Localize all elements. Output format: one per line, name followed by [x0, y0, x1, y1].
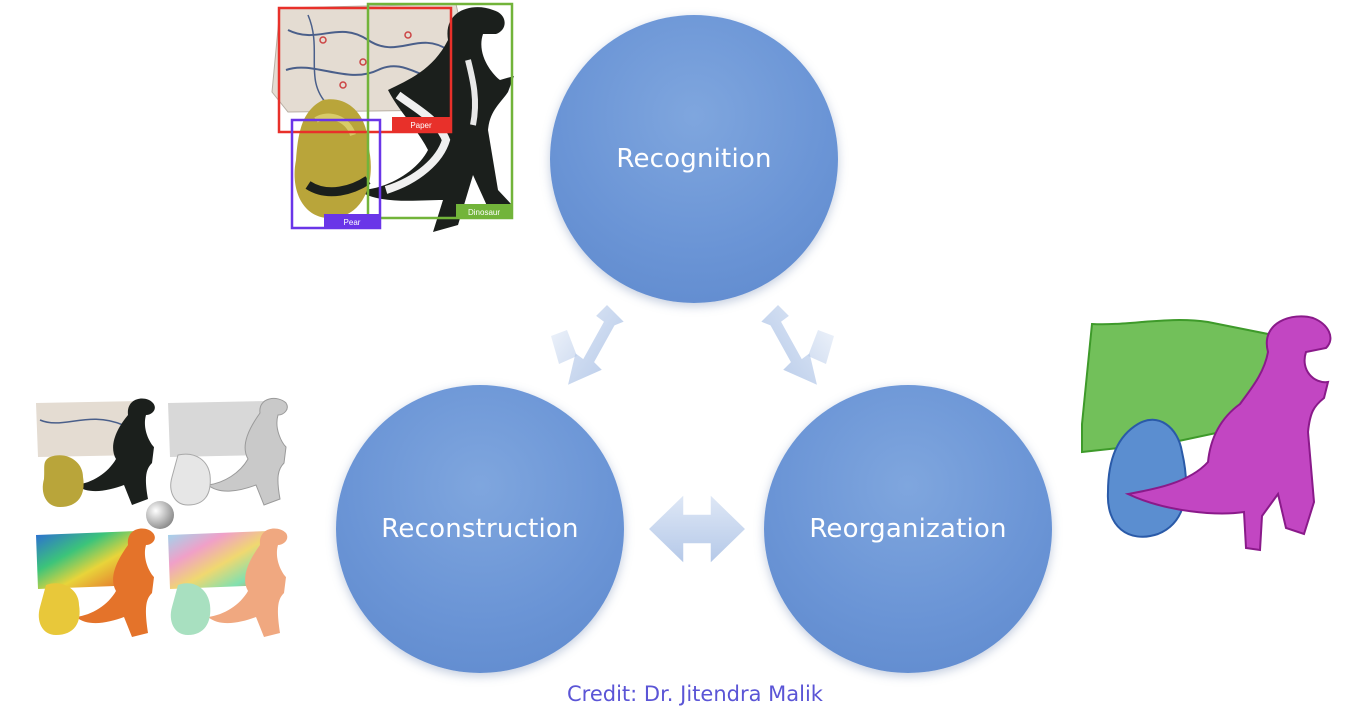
recognition-node: Recognition [550, 15, 838, 303]
arrow-reconstruction-reorganization [646, 492, 748, 566]
pear-box-label: Pear [344, 218, 361, 227]
reconstruction-node: Reconstruction [336, 385, 624, 673]
dinosaur-box-label: Dinosaur [468, 208, 500, 217]
detection-image: Paper Dinosaur Pear [271, 2, 514, 233]
paper-box-label: Paper [410, 121, 432, 130]
reconstruction-label: Reconstruction [381, 514, 579, 544]
recognition-label: Recognition [616, 144, 772, 174]
reconstruction-image [36, 397, 288, 637]
reorganization-node: Reorganization [764, 385, 1052, 673]
arrow-recognition-reorganization [758, 302, 834, 388]
arrow-recognition-reconstruction [551, 302, 627, 388]
credit-text: Credit: Dr. Jitendra Malik [567, 682, 823, 706]
reorganization-label: Reorganization [809, 514, 1007, 544]
reorganization-image [1081, 315, 1332, 552]
